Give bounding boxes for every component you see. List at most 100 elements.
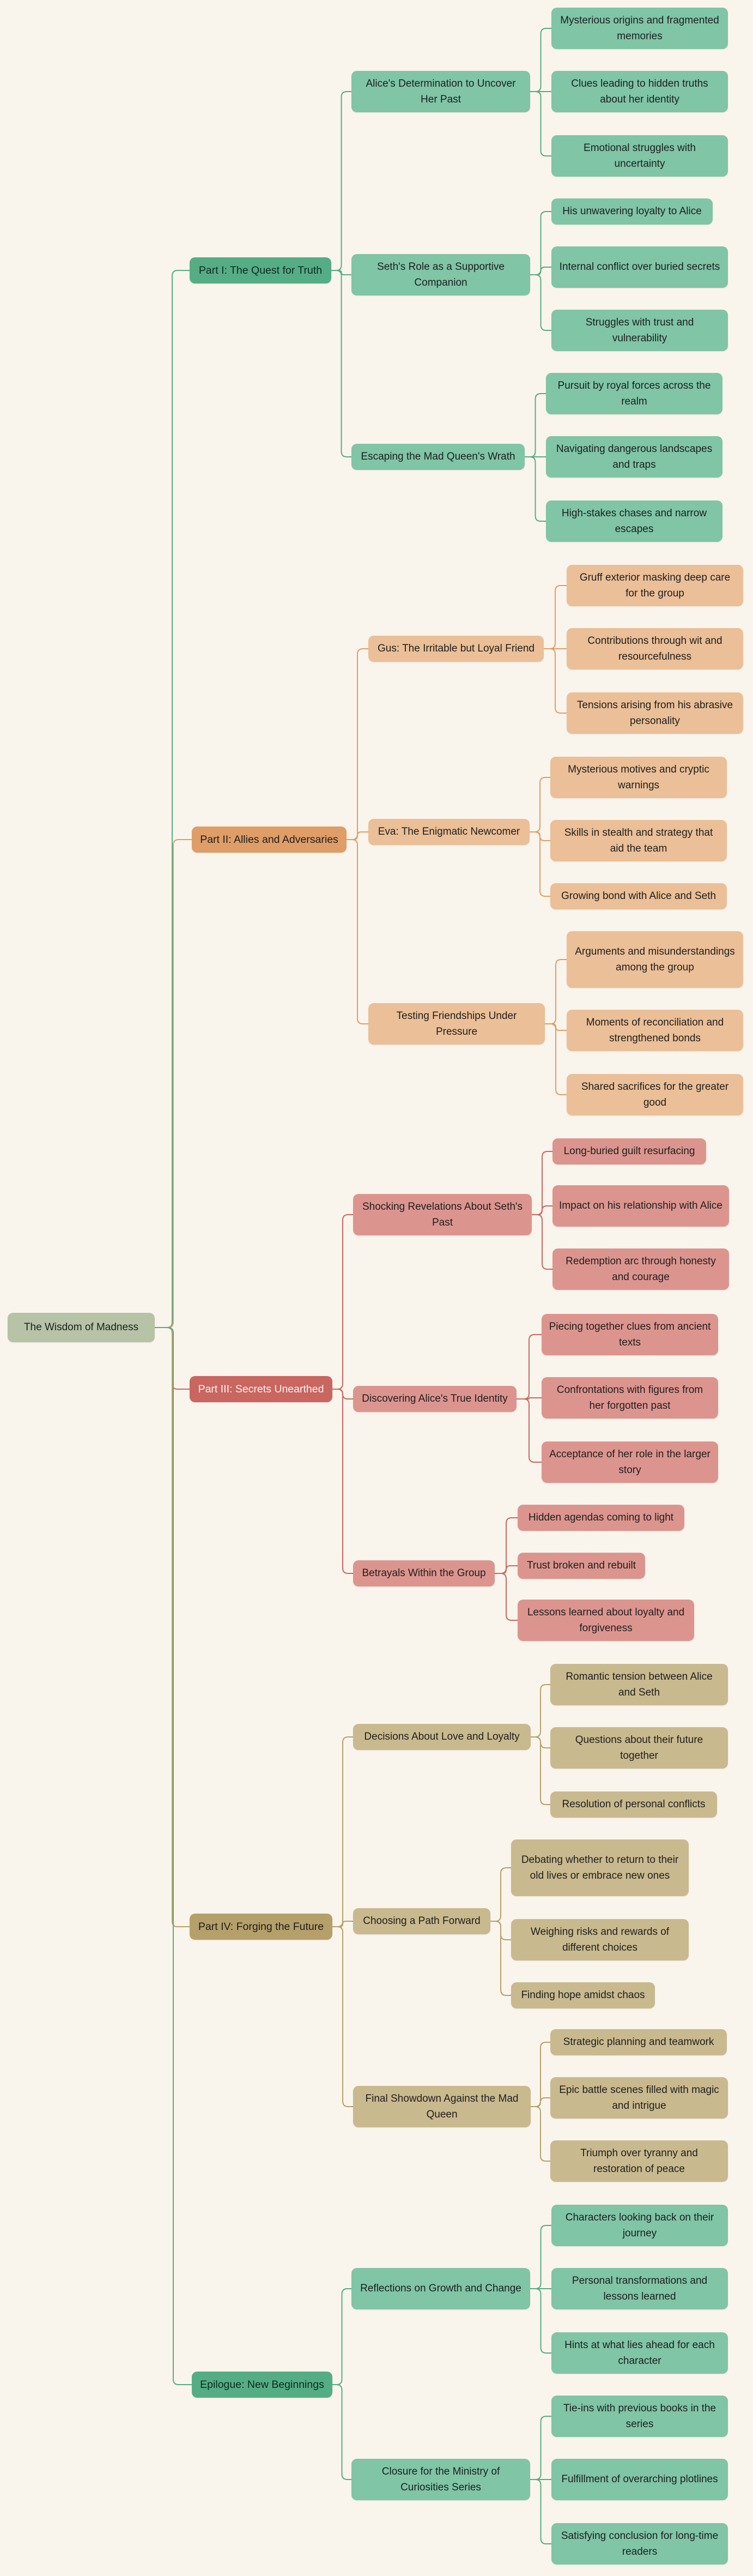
leaf-node-triumph-over-tyranny-and-restoration-of-[interactable]: Triumph over tyranny and restoration of … [550,2140,728,2182]
leaf-node-satisfying-conclusion-for-long-time-read[interactable]: Satisfying conclusion for long-time read… [551,2523,728,2565]
link-topic-4-3-item-1 [531,2042,550,2107]
leaf-node-impact-on-his-relationship-with-alice[interactable]: Impact on his relationship with Alice [552,1185,729,1227]
leaf-node-strategic-planning-and-teamwork[interactable]: Strategic planning and teamwork [550,2029,727,2055]
part-node-2[interactable]: Part II: Allies and Adversaries [192,827,347,853]
link-topic-4-1-item-1 [531,1684,550,1738]
leaf-node-mysterious-motives-and-cryptic-warnings[interactable]: Mysterious motives and cryptic warnings [550,757,727,798]
leaf-node-mysterious-origins-and-fragmented-memori[interactable]: Mysterious origins and fragmented memori… [551,8,728,49]
link-part-1-topic-2 [331,270,351,275]
link-part-4-topic-3 [332,1926,353,2107]
topic-node-closure-for-the-ministry-of-curiosities-[interactable]: Closure for the Ministry of Curiosities … [351,2459,530,2500]
leaf-node-debating-whether-to-return-to-their-old-[interactable]: Debating whether to return to their old … [511,1839,689,1896]
topic-node-final-showdown-against-the-mad-queen[interactable]: Final Showdown Against the Mad Queen [353,2086,531,2127]
topic-node-seth-s-role-as-a-supportive-companion[interactable]: Seth's Role as a Supportive Companion [351,254,530,295]
leaf-node-emotional-struggles-with-uncertainty[interactable]: Emotional struggles with uncertainty [551,135,728,177]
topic-node-reflections-on-growth-and-change[interactable]: Reflections on Growth and Change [351,2268,530,2309]
leaf-node-skills-in-stealth-and-strategy-that-aid-[interactable]: Skills in stealth and strategy that aid … [550,820,727,861]
topic-node-gus-the-irritable-but-loyal-friend[interactable]: Gus: The Irritable but Loyal Friend [368,636,544,662]
link-part-2-topic-1 [347,648,368,840]
link-topic-3-2-item-2 [517,1397,542,1399]
topic-node-discovering-alice-s-true-identity[interactable]: Discovering Alice's True Identity [353,1386,517,1412]
leaf-node-hidden-agendas-coming-to-light[interactable]: Hidden agendas coming to light [518,1505,684,1531]
link-topic-2-3-item-3 [545,1023,567,1095]
leaf-node-piecing-together-clues-from-ancient-text[interactable]: Piecing together clues from ancient text… [542,1314,718,1355]
link-root-part-5 [155,1327,192,2385]
link-root-part-4 [155,1327,190,1927]
link-topic-1-1-item-1 [530,28,551,92]
link-part-4-topic-1 [332,1736,353,1927]
leaf-node-confrontations-with-figures-from-her-for[interactable]: Confrontations with figures from her for… [542,1377,718,1419]
leaf-node-lessons-learned-about-loyalty-and-forgiv[interactable]: Lessons learned about loyalty and forgiv… [518,1600,694,1641]
link-topic-4-3-item-2 [531,2097,550,2107]
part-node-4[interactable]: Part IV: Forging the Future [190,1914,332,1940]
leaf-node-characters-looking-back-on-their-journey[interactable]: Characters looking back on their journey [551,2205,728,2246]
leaf-node-redemption-arc-through-honesty-and-coura[interactable]: Redemption arc through honesty and coura… [552,1248,729,1290]
link-topic-1-2-item-2 [530,267,551,275]
root-node[interactable]: The Wisdom of Madness [8,1313,155,1342]
link-topic-4-2-item-3 [490,1921,511,1996]
link-topic-3-1-item-2 [532,1205,552,1215]
leaf-node-his-unwavering-loyalty-to-alice[interactable]: His unwavering loyalty to Alice [551,198,713,225]
leaf-node-gruff-exterior-masking-deep-care-for-the[interactable]: Gruff exterior masking deep care for the… [567,565,743,606]
link-part-5-topic-1 [332,2288,351,2385]
link-topic-2-1-item-3 [544,648,567,714]
link-topic-1-1-item-3 [530,91,551,156]
part-node-3[interactable]: Part III: Secrets Unearthed [190,1376,332,1402]
topic-node-testing-friendships-under-pressure[interactable]: Testing Friendships Under Pressure [368,1003,545,1045]
leaf-node-questions-about-their-future-together[interactable]: Questions about their future together [550,1727,728,1769]
link-topic-4-3-item-3 [531,2106,550,2162]
leaf-node-weighing-risks-and-rewards-of-different-[interactable]: Weighing risks and rewards of different … [511,1919,689,1960]
topic-node-escaping-the-mad-queen-s-wrath[interactable]: Escaping the Mad Queen's Wrath [351,444,525,470]
topic-node-eva-the-enigmatic-newcomer[interactable]: Eva: The Enigmatic Newcomer [368,819,530,845]
leaf-node-epic-battle-scenes-filled-with-magic-and[interactable]: Epic battle scenes filled with magic and… [550,2077,728,2119]
link-part-1-topic-3 [331,270,351,457]
leaf-node-moments-of-reconciliation-and-strengthen[interactable]: Moments of reconciliation and strengthen… [567,1010,743,1051]
topic-node-betrayals-within-the-group[interactable]: Betrayals Within the Group [353,1560,495,1586]
leaf-node-struggles-with-trust-and-vulnerability[interactable]: Struggles with trust and vulnerability [551,310,728,351]
link-part-2-topic-3 [347,839,368,1024]
leaf-node-internal-conflict-over-buried-secrets[interactable]: Internal conflict over buried secrets [551,246,728,288]
leaf-node-long-buried-guilt-resurfacing[interactable]: Long-buried guilt resurfacing [552,1138,706,1165]
leaf-node-tie-ins-with-previous-books-in-the-serie[interactable]: Tie-ins with previous books in the serie… [551,2396,728,2437]
leaf-node-trust-broken-and-rebuilt[interactable]: Trust broken and rebuilt [518,1553,645,1579]
link-topic-1-2-item-1 [530,211,551,275]
link-topic-2-3-item-1 [545,959,567,1024]
link-part-5-topic-2 [332,2384,351,2480]
topic-node-choosing-a-path-forward[interactable]: Choosing a Path Forward [353,1908,490,1934]
link-topic-3-2-item-3 [517,1398,542,1463]
link-topic-5-1-item-3 [530,2288,551,2354]
link-part-4-topic-2 [332,1921,353,1927]
leaf-node-navigating-dangerous-landscapes-and-trap[interactable]: Navigating dangerous landscapes and trap… [546,436,722,478]
leaf-node-romantic-tension-between-alice-and-seth[interactable]: Romantic tension between Alice and Seth [550,1664,728,1705]
leaf-node-hints-at-what-lies-ahead-for-each-charac[interactable]: Hints at what lies ahead for each charac… [551,2332,728,2374]
leaf-node-acceptance-of-her-role-in-the-larger-sto[interactable]: Acceptance of her role in the larger sto… [542,1441,718,1483]
topic-node-shocking-revelations-about-seth-s-past[interactable]: Shocking Revelations About Seth's Past [353,1194,532,1235]
part-node-1[interactable]: Part I: The Quest for Truth [190,257,331,283]
link-topic-1-3-item-3 [525,456,546,522]
part-node-5[interactable]: Epilogue: New Beginnings [192,2372,332,2398]
leaf-node-growing-bond-with-alice-and-seth[interactable]: Growing bond with Alice and Seth [550,883,727,909]
leaf-node-tensions-arising-from-his-abrasive-perso[interactable]: Tensions arising from his abrasive perso… [567,692,743,734]
topic-node-decisions-about-love-and-loyalty[interactable]: Decisions About Love and Loyalty [353,1724,531,1750]
link-topic-3-3-item-1 [495,1517,518,1574]
link-part-2-topic-2 [347,831,368,840]
leaf-node-fulfillment-of-overarching-plotlines[interactable]: Fulfillment of overarching plotlines [551,2459,728,2500]
link-part-1-topic-1 [331,91,351,271]
link-topic-5-2-item-3 [530,2479,551,2544]
link-topic-1-2-item-3 [530,274,551,331]
leaf-node-contributions-through-wit-and-resourcefu[interactable]: Contributions through wit and resourcefu… [567,628,743,669]
leaf-node-personal-transformations-and-lessons-lea[interactable]: Personal transformations and lessons lea… [551,2268,728,2309]
leaf-node-arguments-and-misunderstandings-among-th[interactable]: Arguments and misunderstandings among th… [567,931,743,988]
leaf-node-resolution-of-personal-conflicts[interactable]: Resolution of personal conflicts [550,1791,717,1818]
leaf-node-high-stakes-chases-and-narrow-escapes[interactable]: High-stakes chases and narrow escapes [546,500,722,542]
leaf-node-pursuit-by-royal-forces-across-the-realm[interactable]: Pursuit by royal forces across the realm [546,373,722,414]
leaf-node-shared-sacrifices-for-the-greater-good[interactable]: Shared sacrifices for the greater good [567,1074,743,1115]
topic-node-alice-s-determination-to-uncover-her-pas[interactable]: Alice's Determination to Uncover Her Pas… [351,71,530,112]
link-root-part-1 [155,270,190,1328]
link-part-3-topic-3 [332,1389,353,1574]
link-topic-4-2-item-1 [490,1867,511,1922]
leaf-node-clues-leading-to-hidden-truths-about-her[interactable]: Clues leading to hidden truths about her… [551,71,728,112]
leaf-node-finding-hope-amidst-chaos[interactable]: Finding hope amidst chaos [511,1982,655,2008]
